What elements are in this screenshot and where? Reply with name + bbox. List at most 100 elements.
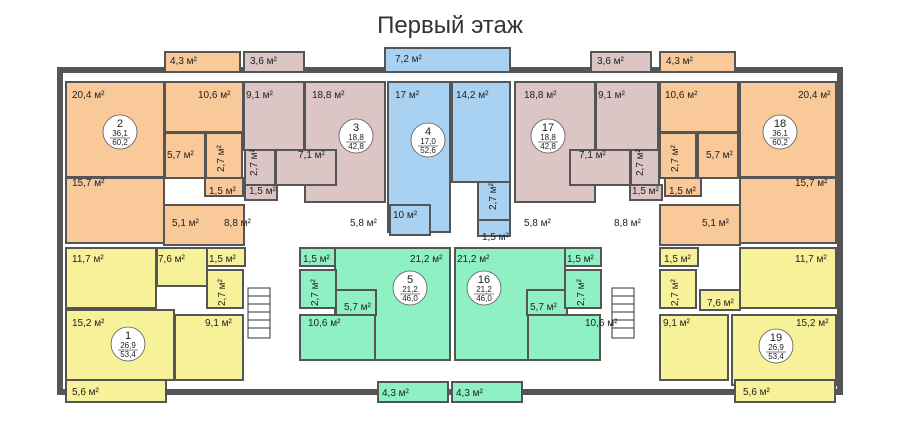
apartment-total-area: 60,2 [772,138,788,147]
room-area-label: 17 м² [395,90,420,101]
room-area-label: 5,1 м² [702,218,730,229]
room-area-label: 1,5 м² [664,254,692,265]
room-r39 [206,269,244,309]
room-area-label: 4,3 м² [456,388,484,399]
apartment-living-area: 18,8 [540,133,556,142]
apartment-living-area: 17,0 [420,137,436,146]
room-r24 [664,177,702,197]
room-area-label: 5,7 м² [530,302,558,313]
room-area-label: 7,1 м² [579,150,607,161]
apartment-total-area: 52,6 [420,146,436,155]
apartment-number: 4 [425,126,431,138]
room-r15 [569,149,631,186]
room-r25 [739,177,837,244]
apartment-number: 17 [542,122,554,134]
room-area-label: 2,7 м² [670,278,681,306]
room-r42 [526,289,568,316]
room-area-label: 21,2 м² [457,254,490,265]
apartment-total-area: 42,8 [348,142,364,151]
room-r54 [451,381,523,403]
room-area-label: 7,1 м² [298,150,326,161]
apartment-living-area: 36,1 [112,129,128,138]
apartment-number: 5 [407,274,413,286]
room-area-label: 5,6 м² [72,387,100,398]
room-area-label: 10,6 м² [665,90,698,101]
room-area-label: 9,1 м² [246,90,274,101]
apartment-number: 2 [117,118,123,130]
room-r37 [659,247,699,267]
room-area-label: 21,2 м² [410,254,443,265]
room-area-label: 2,7 м² [217,278,228,306]
room-r8 [595,81,659,151]
room-area-label: 10 м² [393,210,418,221]
apartment-circle [410,122,446,158]
room-r19 [65,177,165,244]
room-area-label: 1,5 м² [567,254,595,265]
room-area-label: 10,6 м² [308,318,341,329]
room-r9 [659,81,739,133]
stair-left [247,287,271,339]
apartment-living-area: 26,9 [768,343,784,352]
apartment-circle [758,328,794,364]
room-r32 [206,247,246,267]
room-area-label: 2,7 м² [488,182,499,210]
apartment-circle [466,270,502,306]
room-r27 [477,219,511,237]
room-area-label: 2,7 м² [576,278,587,306]
apartment-circle [530,118,566,154]
apartment-number: 18 [774,118,786,130]
room-r28 [163,204,245,246]
apartment-badge-5: 521,246,0 [392,270,428,306]
room-area-label: 1,5 м² [209,254,237,265]
apartment-number: 3 [353,122,359,134]
room-r45 [699,289,741,311]
room-r2 [164,81,244,133]
room-area-label: 1,5 м² [632,186,660,197]
apartment-total-area: 53,4 [120,350,136,359]
room-area-label: 5,7 м² [344,302,372,313]
room-r44 [659,269,697,309]
hall-area-label: 5,8 м² [350,218,378,229]
hall-area-label: 5,8 м² [524,218,552,229]
room-r48 [299,314,376,361]
room-area-label: 4,3 м² [382,388,410,399]
apartment-badge-1: 126,953,4 [110,326,146,362]
room-area-label: 10,6 м² [585,318,618,329]
room-r20 [204,177,244,197]
apartment-total-area: 42,8 [540,142,556,151]
room-area-label: 11,7 м² [72,254,104,265]
room-area-label: 15,2 м² [72,318,105,329]
room-area-label: 9,1 м² [598,90,626,101]
apartment-number: 16 [478,274,490,286]
stairs-layer [247,287,635,339]
room-area-label: 18,8 м² [312,90,345,101]
apartment-badge-3: 318,842,8 [338,118,374,154]
apartment-circle [102,114,138,150]
room-r22 [477,181,511,221]
room-area-label: 15,7 м² [72,178,105,189]
apartment-number: 19 [770,332,782,344]
room-r50 [659,314,729,381]
room-r49 [527,314,601,361]
room-area-label: 20,4 м² [798,90,831,101]
apartment-circle [110,326,146,362]
room-r-d [590,51,652,73]
room-r38 [739,247,837,309]
room-r36 [564,247,602,267]
room-area-label: 20,4 м² [72,90,105,101]
apartments-layer: 236,160,2318,842,8417,052,61718,842,8183… [102,114,798,364]
room-r-e [659,51,736,73]
room-area-label: 15,7 м² [795,178,828,189]
apartment-number: 1 [125,330,131,342]
room-area-label: 5,7 м² [706,150,734,161]
room-r-b [243,51,305,73]
room-area-label: 7,6 м² [707,298,735,309]
room-r53 [377,381,449,403]
apartment-total-area: 53,4 [768,352,784,361]
room-r21 [244,184,278,201]
room-area-label: 2,7 м² [310,278,321,306]
hall-area-label: 8,8 м² [224,218,252,229]
room-area-label: 1,5 м² [303,254,331,265]
